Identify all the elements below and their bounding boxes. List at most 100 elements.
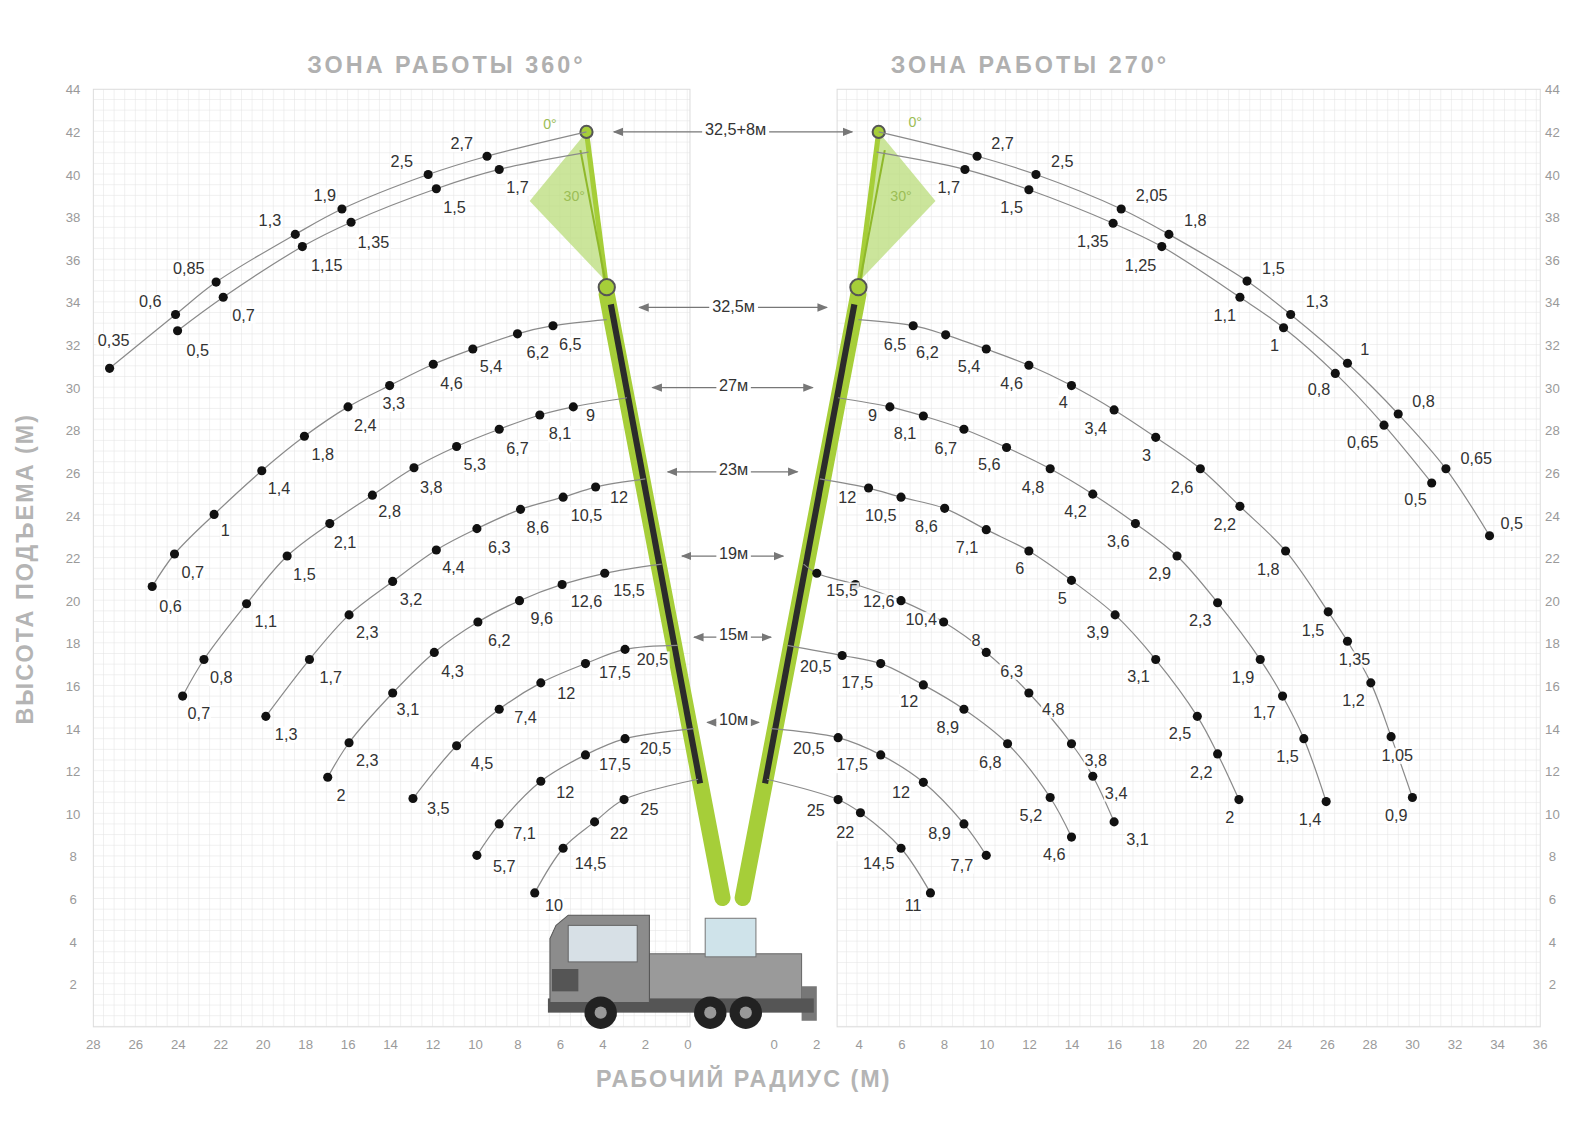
load-point	[959, 705, 968, 714]
load-point	[535, 410, 544, 419]
load-curve	[767, 779, 930, 893]
load-point	[1366, 678, 1375, 687]
axis-tick: 10	[1544, 807, 1561, 820]
axis-tick: 18	[1149, 1038, 1166, 1051]
load-point	[325, 519, 334, 528]
axis-tick: 22	[1544, 551, 1561, 564]
load-value: 2,05	[1135, 188, 1169, 204]
load-value: 4,3	[440, 664, 465, 680]
axis-tick: 40	[65, 168, 82, 181]
load-point	[1324, 607, 1333, 616]
load-value: 1,7	[318, 670, 343, 686]
axis-tick: 22	[65, 551, 82, 564]
jib-angle: 0°	[543, 117, 557, 131]
load-value: 5,3	[463, 457, 488, 473]
axis-tick: 36	[1544, 253, 1561, 266]
load-point	[838, 651, 847, 660]
load-point	[590, 817, 599, 826]
load-point	[1088, 772, 1097, 781]
axis-tick: 4	[598, 1038, 607, 1051]
load-curve	[413, 645, 678, 798]
axis-tick: 26	[127, 1038, 144, 1051]
load-point	[591, 482, 600, 491]
load-point	[170, 549, 179, 558]
load-curve	[820, 479, 1239, 800]
axis-tick: 20	[1191, 1038, 1208, 1051]
load-value: 2,1	[333, 535, 358, 551]
load-point	[1117, 204, 1126, 213]
load-value: 10	[544, 898, 564, 914]
axis-tick: 8	[513, 1038, 522, 1051]
axis-tick: 22	[1234, 1038, 1251, 1051]
load-curve	[178, 152, 589, 331]
axis-tick: 44	[65, 83, 82, 96]
axis-tick: 44	[1544, 83, 1561, 96]
axis-tick: 36	[1532, 1038, 1549, 1051]
load-point	[482, 152, 491, 161]
load-point	[452, 741, 461, 750]
load-point	[305, 655, 314, 664]
load-value: 1,15	[310, 258, 344, 274]
load-point	[536, 678, 545, 687]
load-value: 0,7	[180, 565, 205, 581]
axis-tick: 26	[1544, 466, 1561, 479]
load-point	[1024, 688, 1033, 697]
load-value: 14,5	[574, 855, 608, 871]
load-point	[1278, 691, 1287, 700]
axis-tick: 12	[1544, 765, 1561, 778]
load-value: 11	[904, 898, 923, 914]
load-point	[1281, 546, 1290, 555]
load-point	[432, 545, 441, 554]
load-point	[1046, 793, 1055, 802]
load-point	[1286, 310, 1295, 319]
axis-tick: 6	[897, 1038, 906, 1051]
load-point	[1408, 793, 1417, 802]
load-value: 6,2	[525, 345, 550, 361]
boom-length: 10м	[716, 712, 751, 728]
load-point	[347, 218, 356, 227]
load-value: 2,9	[1147, 566, 1172, 582]
load-value: 17,5	[836, 757, 870, 773]
load-value: 20,5	[636, 651, 670, 667]
load-value: 0,35	[97, 333, 131, 349]
load-value: 1,8	[1256, 562, 1281, 578]
axis-tick: 6	[556, 1038, 565, 1051]
load-value: 22	[835, 825, 855, 841]
axis-tick: 38	[65, 211, 82, 224]
axis-tick: 4	[68, 935, 77, 948]
axis-tick: 8	[1548, 850, 1557, 863]
load-point	[344, 738, 353, 747]
axis-tick: 22	[212, 1038, 229, 1051]
boom-span-arrows	[614, 132, 852, 723]
load-point	[283, 551, 292, 560]
axis-tick: 32	[1447, 1038, 1464, 1051]
load-point	[344, 610, 353, 619]
boom-length: 15м	[716, 627, 751, 643]
load-value: 1,8	[1183, 213, 1208, 229]
load-value: 0,5	[1403, 492, 1428, 508]
load-point	[834, 795, 843, 804]
load-point	[1067, 833, 1076, 842]
axis-tick: 14	[382, 1038, 399, 1051]
load-point	[812, 569, 821, 578]
load-value: 1,4	[1298, 812, 1323, 828]
load-value: 1,5	[1301, 623, 1326, 639]
load-value: 1,5	[292, 567, 317, 583]
load-value: 3,4	[1104, 785, 1129, 801]
load-point	[926, 888, 935, 897]
load-value: 0,8	[1307, 382, 1332, 398]
axis-tick: 34	[1489, 1038, 1506, 1051]
load-value: 1,7	[936, 180, 961, 196]
load-value: 2	[335, 787, 346, 803]
boom-length: 19м	[716, 546, 751, 562]
load-point	[430, 648, 439, 657]
load-value: 8,6	[525, 520, 550, 536]
load-value: 3,1	[1125, 832, 1150, 848]
load-curve	[877, 152, 1432, 483]
axis-tick: 30	[1404, 1038, 1421, 1051]
axis-tick: 16	[340, 1038, 357, 1051]
load-point	[452, 442, 461, 451]
load-value: 10,4	[904, 612, 938, 628]
load-point	[896, 844, 905, 853]
load-value: 1	[1359, 342, 1370, 358]
